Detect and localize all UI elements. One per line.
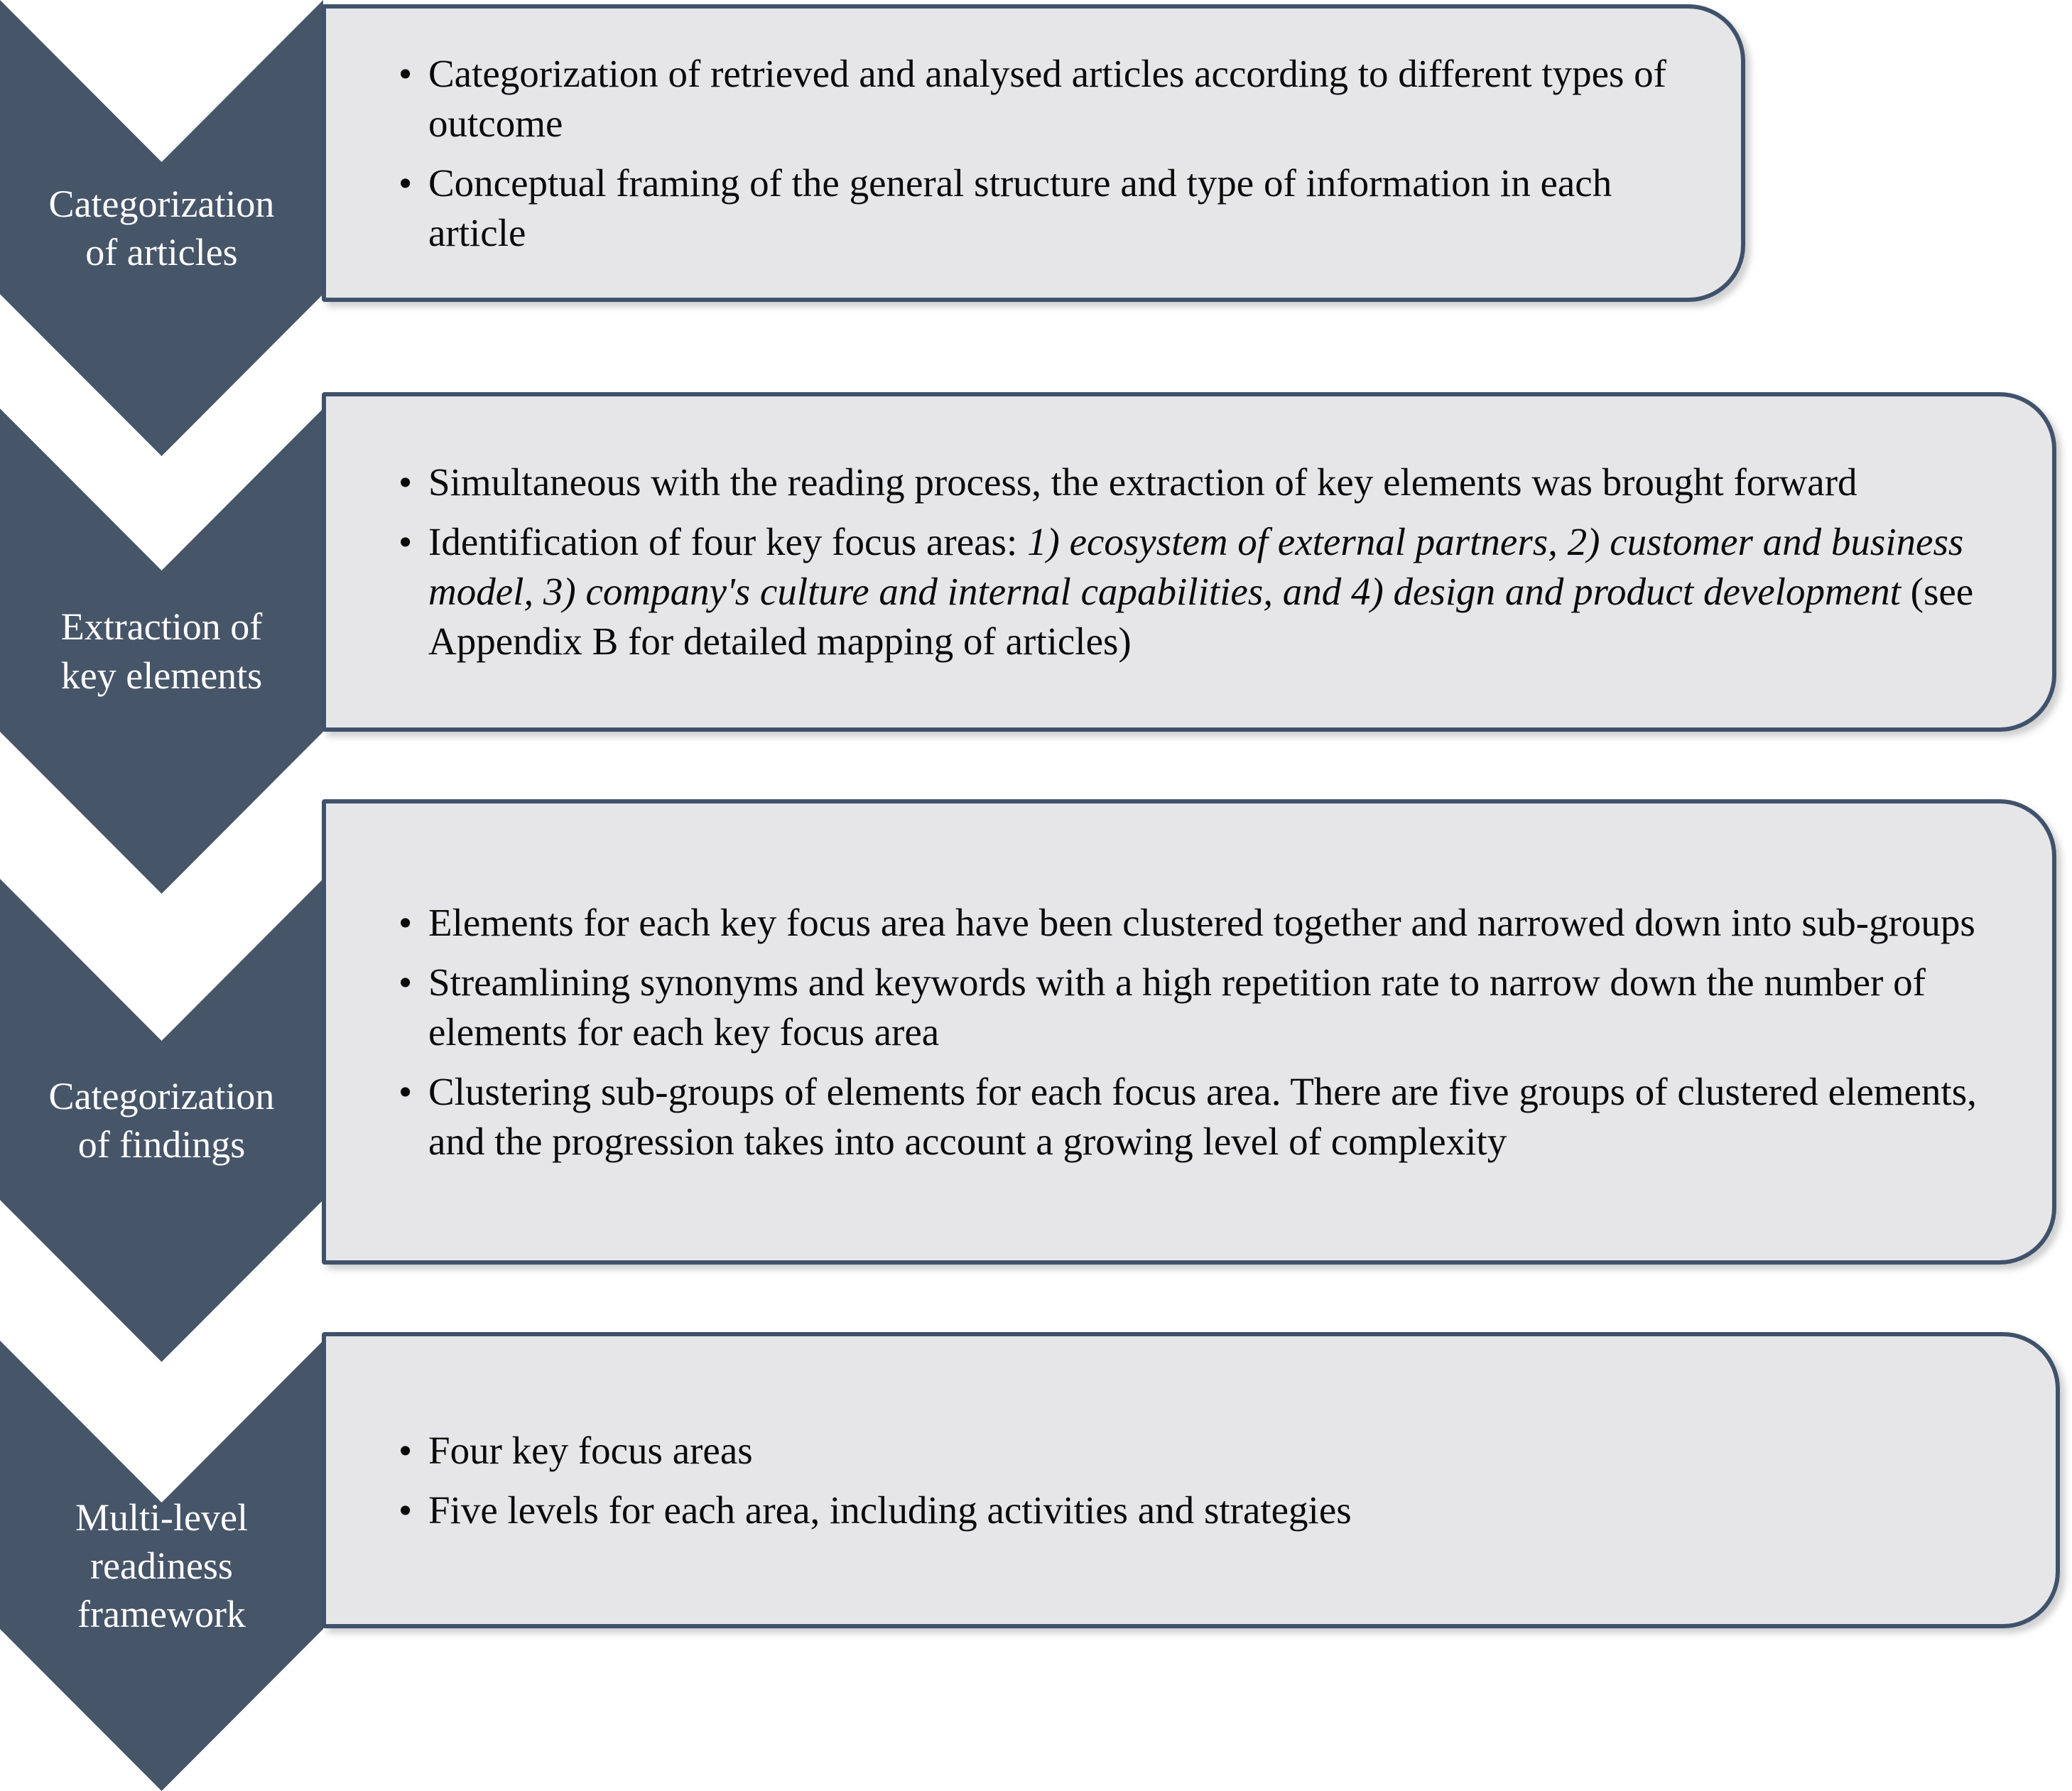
chevron-step-1 xyxy=(0,0,323,456)
bullet-item: Streamlining synonyms and keywords with … xyxy=(397,958,2002,1057)
bullet-item: Simultaneous with the reading process, t… xyxy=(397,458,2002,507)
chevron-down-shape-2 xyxy=(0,408,323,894)
bullet-list: Elements for each key focus area have be… xyxy=(397,898,2002,1167)
bullet-item: Categorization of retrieved and analysed… xyxy=(397,49,1691,148)
bullet-list: Simultaneous with the reading process, t… xyxy=(397,458,2002,666)
bullet-item: Clustering sub-groups of elements for ea… xyxy=(397,1067,2002,1167)
chevron-down-shape-4 xyxy=(0,1341,323,1791)
bullet-item: Four key focus areas xyxy=(397,1426,2006,1476)
detail-box-categorization-of-articles: Categorization of retrieved and analysed… xyxy=(322,4,1745,302)
chevron-step-4 xyxy=(0,1341,323,1791)
chevron-down-shape-1 xyxy=(0,0,323,456)
bullet-item: Conceptual framing of the general struct… xyxy=(397,158,1691,258)
bullet-item: Identification of four key focus areas: … xyxy=(397,517,2002,666)
chevron-step-3 xyxy=(0,879,323,1362)
detail-box-extraction-of-key-elements: Simultaneous with the reading process, t… xyxy=(322,392,2056,732)
bullet-item: Five levels for each area, including act… xyxy=(397,1486,2006,1535)
chevron-step-2 xyxy=(0,408,323,894)
bullet-item: Elements for each key focus area have be… xyxy=(397,898,2002,948)
detail-box-multi-level-readiness-framework: Four key focus areasFive levels for each… xyxy=(322,1332,2060,1628)
detail-box-categorization-of-findings: Elements for each key focus area have be… xyxy=(322,799,2056,1265)
bullet-list: Categorization of retrieved and analysed… xyxy=(397,49,1691,258)
chevron-down-shape-3 xyxy=(0,879,323,1362)
bullet-list: Four key focus areasFive levels for each… xyxy=(397,1426,2006,1535)
